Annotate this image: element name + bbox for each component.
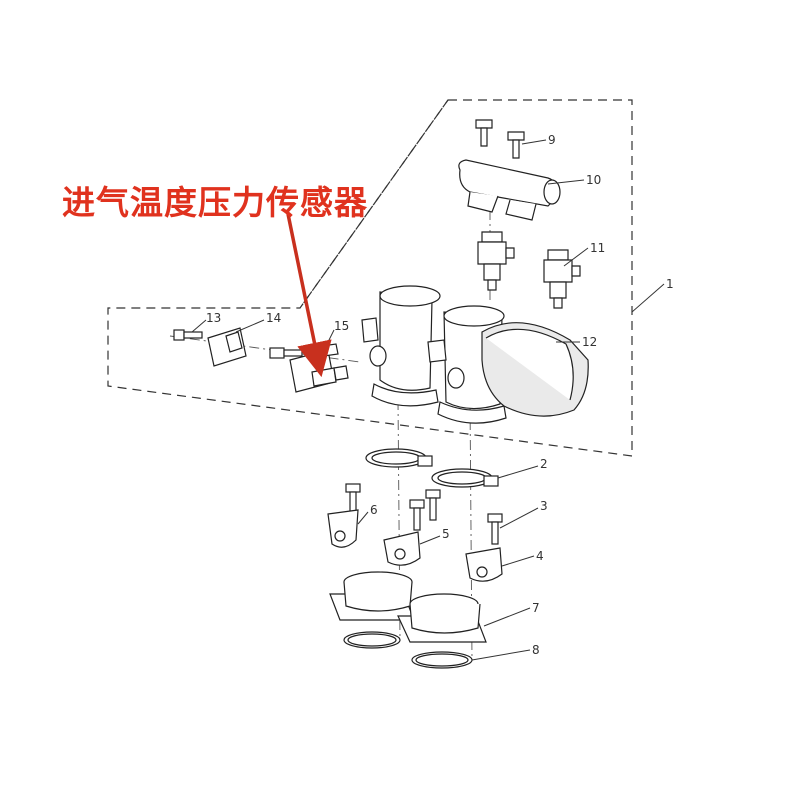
label-3: 3	[540, 499, 548, 513]
label-12: 12	[582, 335, 597, 349]
bolt-13	[173, 329, 203, 341]
o-ring-left-8	[343, 631, 401, 649]
clamp-right-2	[431, 468, 499, 488]
bracket-14	[207, 327, 247, 367]
leader-10	[547, 179, 585, 185]
clamp-left-2	[365, 448, 433, 468]
label-6: 6	[370, 503, 378, 517]
label-14: 14	[266, 311, 281, 325]
label-13: 13	[206, 311, 221, 325]
leader-7	[483, 607, 531, 627]
leader-2	[497, 465, 539, 479]
leader-1	[631, 283, 665, 313]
sensor-15	[269, 343, 349, 393]
bracket-6	[327, 509, 359, 548]
axis-line-right	[469, 399, 473, 661]
label-4: 4	[536, 549, 544, 563]
label-15: 15	[334, 319, 349, 333]
bracket-4	[465, 547, 503, 582]
label-assembly: 1	[666, 277, 674, 291]
label-8: 8	[532, 643, 540, 657]
label-7: 7	[532, 601, 540, 615]
label-2: 2	[540, 457, 548, 471]
leader-8	[471, 649, 531, 661]
intake-flange-right-7	[397, 593, 487, 643]
label-9: 9	[548, 133, 556, 147]
label-11: 11	[590, 241, 605, 255]
label-5: 5	[442, 527, 450, 541]
leader-3	[499, 507, 539, 529]
leader-11	[563, 247, 589, 267]
throttle-body-12	[361, 285, 589, 424]
callout-title: 进气温度压力传感器	[62, 183, 368, 222]
leader-14	[235, 319, 265, 333]
leader-9	[521, 139, 547, 145]
leader-15	[325, 329, 335, 347]
screw-pair-9	[475, 119, 525, 159]
intake-flange-left-7	[329, 571, 415, 621]
bolts-3	[345, 483, 503, 545]
bracket-5	[383, 531, 421, 566]
label-10: 10	[586, 173, 601, 187]
injector-right-11	[543, 249, 581, 309]
leader-6	[357, 511, 369, 525]
arrow-down-icon	[286, 213, 332, 378]
fuel-rail-10	[458, 159, 561, 221]
leader-13	[191, 319, 207, 333]
boundary-diagonal	[299, 99, 449, 309]
o-ring-right-8	[411, 651, 473, 669]
leader-4	[501, 555, 535, 567]
leader-5	[419, 535, 441, 545]
injector-left-11	[477, 231, 515, 291]
axis-line-sensor	[169, 335, 361, 363]
